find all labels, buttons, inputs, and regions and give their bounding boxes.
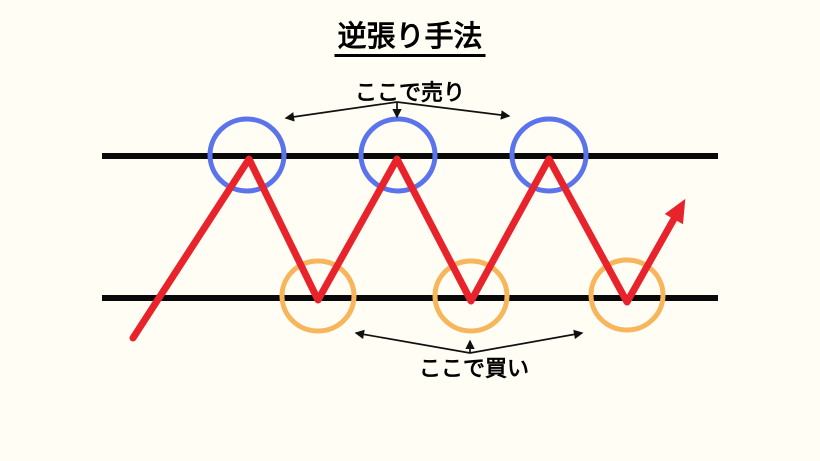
annotation-arrow (396, 101, 511, 120)
buy-signal-circles (279, 257, 666, 334)
buy-signal-circle (432, 258, 510, 334)
price-zigzag-line (129, 155, 686, 342)
sell-signal-circles (207, 116, 589, 194)
annotation-arrow (354, 329, 471, 354)
annotation-arrow (284, 101, 398, 122)
buy-annotation-arrows (354, 329, 584, 354)
annotation-arrow (469, 329, 584, 354)
sell-here-label: ここで売り (354, 80, 466, 105)
buy-signal-circle (588, 257, 666, 333)
buy-here-label: ここで買い (418, 356, 530, 381)
sell-signal-circle (509, 116, 589, 194)
sell-signal-circle (207, 116, 287, 194)
sell-signal-circle (358, 116, 438, 194)
sell-annotation-arrows (284, 101, 511, 122)
buy-signal-circle (279, 258, 357, 334)
page-title: 逆張り手法 (334, 21, 486, 58)
